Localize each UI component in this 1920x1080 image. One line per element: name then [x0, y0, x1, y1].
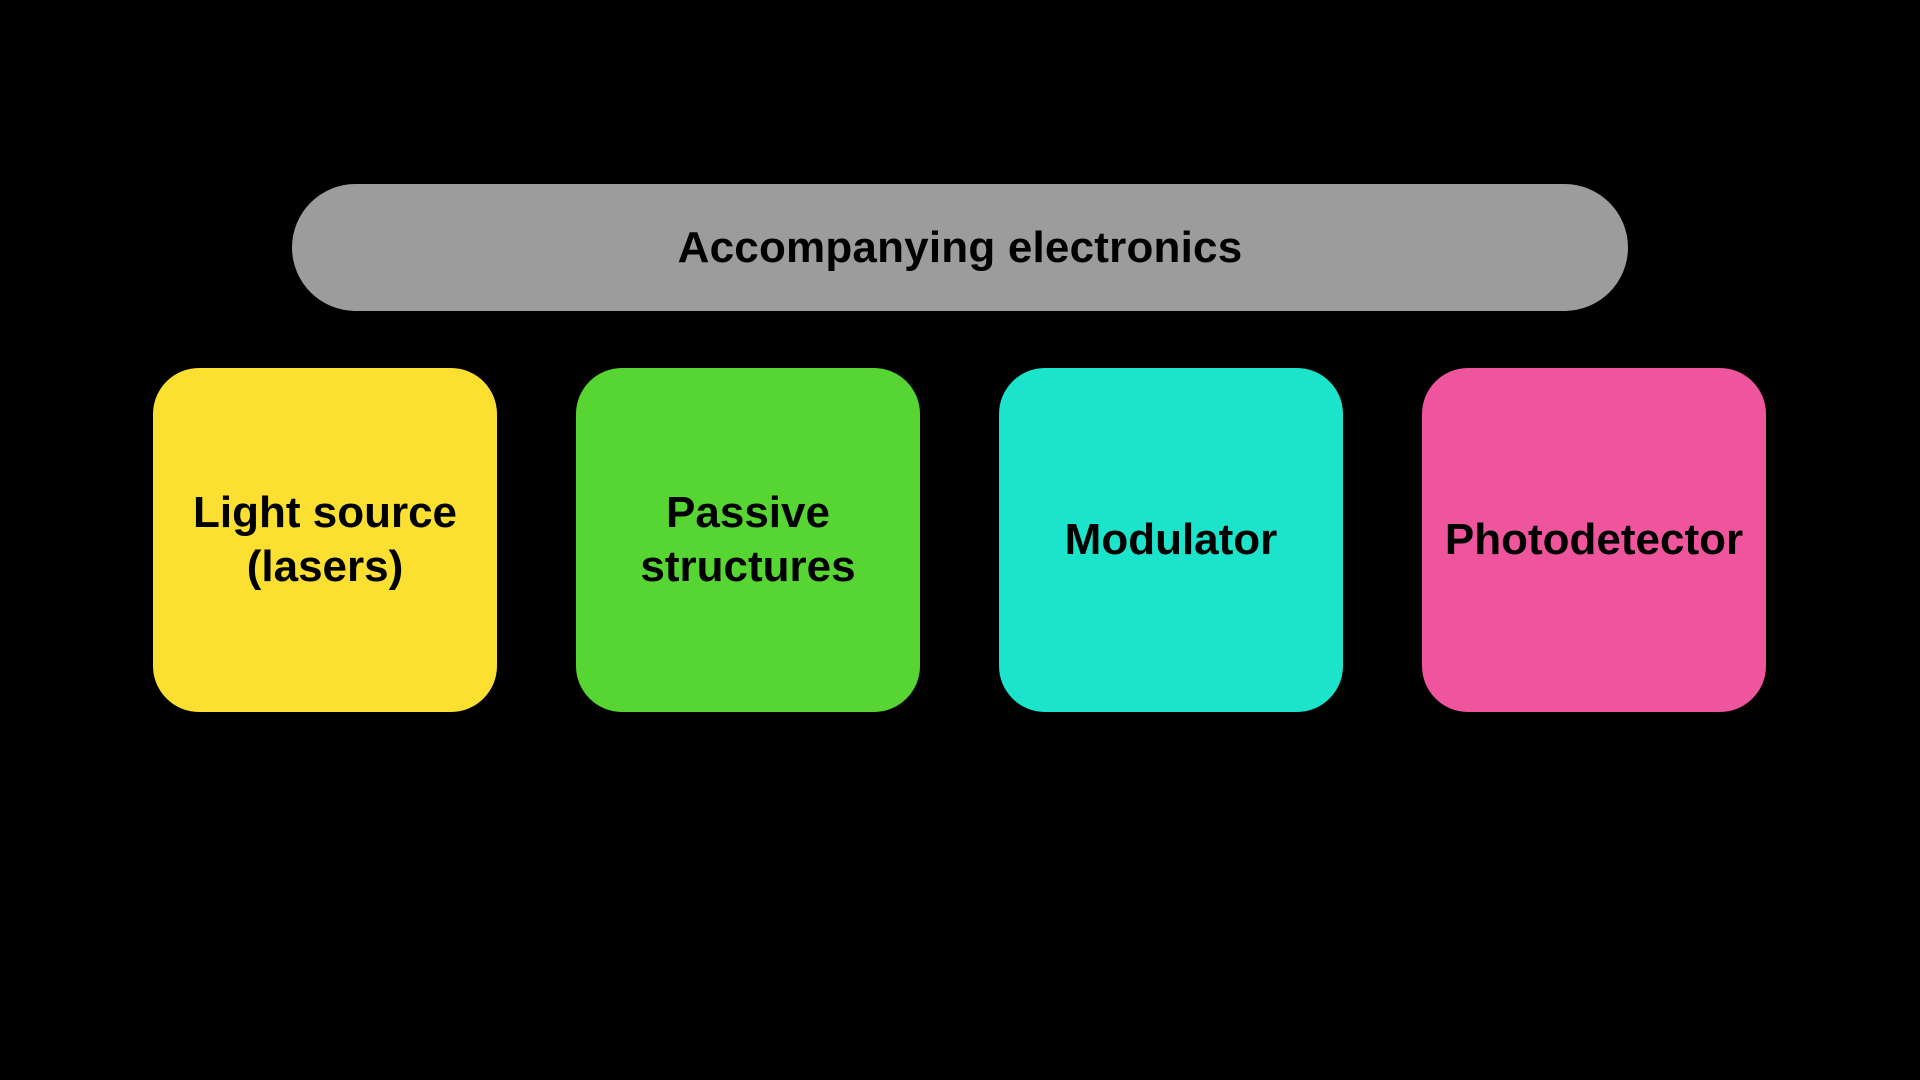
photodetector-block: Photodetector	[1422, 368, 1766, 712]
light-source-block: Light source (lasers)	[153, 368, 497, 712]
passive-structures-label: Passive structures	[640, 488, 856, 591]
modulator-label: Modulator	[1064, 515, 1278, 564]
photodetector-label: Photodetector	[1444, 515, 1744, 564]
modulator-block: Modulator	[999, 368, 1343, 712]
accompanying-electronics-bar: Accompanying electronics	[292, 184, 1628, 311]
accompanying-electronics-label: Accompanying electronics	[677, 222, 1243, 272]
light-source-label: Light source (lasers)	[192, 488, 458, 591]
passive-structures-block: Passive structures	[576, 368, 920, 712]
